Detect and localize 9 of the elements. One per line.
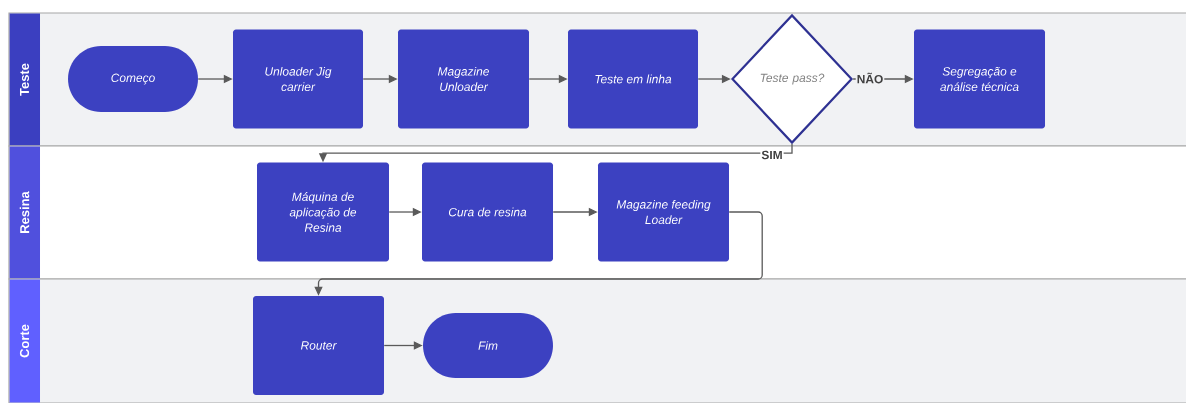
process-box: Cura de resina	[422, 162, 553, 262]
process-box: Unloader Jig carrier	[233, 29, 363, 129]
process-box: Router	[253, 296, 384, 395]
process-box: Máquina de aplicação de Resina	[257, 162, 389, 262]
process-box: Segregação e análise técnica	[914, 29, 1045, 129]
process-box: Teste em linha	[568, 29, 698, 129]
edge-label: SIM	[760, 149, 784, 161]
process-box: Magazine feeding Loader	[598, 162, 729, 262]
process-box: Magazine Unloader	[398, 29, 529, 129]
